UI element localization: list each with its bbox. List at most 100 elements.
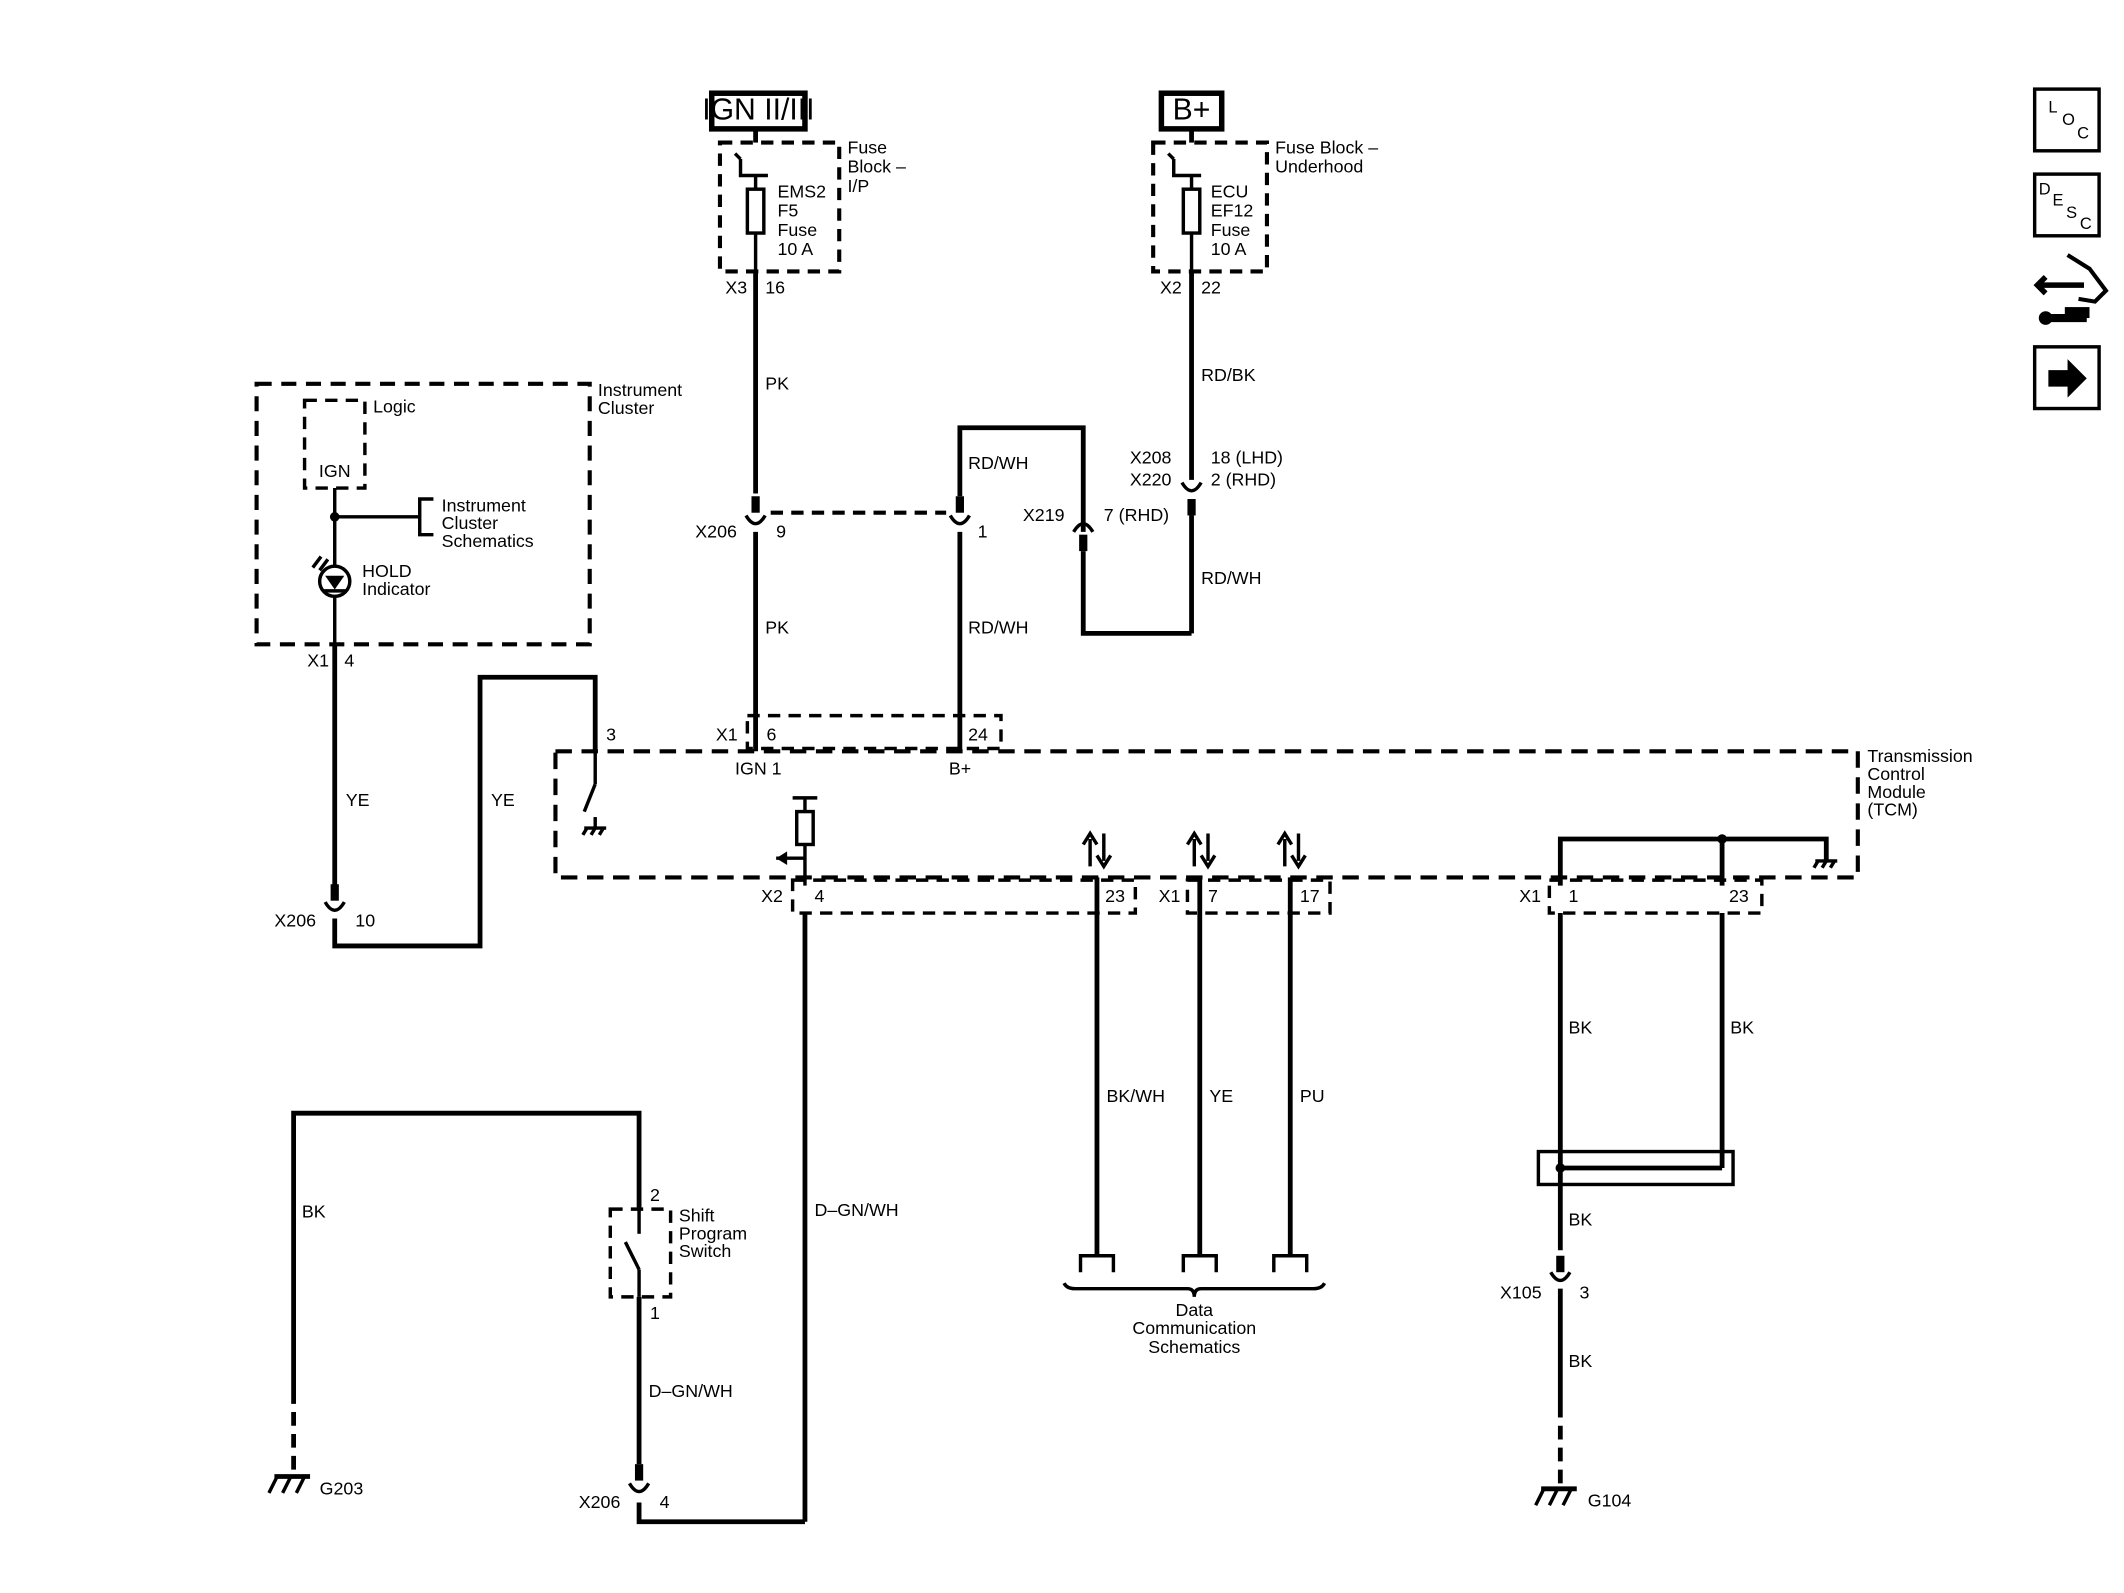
g104-label: G104 [1588,1491,1632,1511]
g104-ground-circuit: BK BK BK X105 3 BK G104 [1500,913,1754,1511]
fuse-uh-pin: 22 [1201,277,1221,297]
rdbk-label: RD/BK [1201,365,1256,385]
ign-power-source: IGN II/III [702,90,814,132]
svg-text:C: C [2080,215,2092,233]
x220-pin: 2 (RHD) [1211,469,1276,489]
fuse-block-uh-title-2: Underhood [1275,157,1363,177]
x208-pin: 18 (LHD) [1211,447,1283,467]
loc-icon[interactable]: L O C [2032,87,2101,153]
fuse-ecu-line-2: EF12 [1211,201,1254,221]
fuse-ecu-line-4: 10 A [1211,239,1247,259]
tcm-title-4: (TCM) [1867,800,1917,820]
rdbk-wire: RD/BK X208 X220 18 (LHD) 2 (RHD) RD/WH X… [1023,271,1283,636]
ic-title-2: Cluster [598,398,654,418]
rdwh-label-3: RD/WH [1201,568,1261,588]
tcm-module: Transmission Control Module (TCM) X1 6 2… [553,713,1973,915]
x206c-label: X206 [579,1492,621,1512]
g104-ground-symbol [1534,1486,1577,1507]
fuse-ems2-line-3: Fuse [778,220,818,240]
svg-text:D: D [2039,181,2051,199]
x219-label: X219 [1023,505,1065,525]
tcm-pin-4: 4 [815,886,825,906]
pk-label-1: PK [765,373,789,393]
fuse-ems2-line-2: F5 [778,201,799,221]
tcm-x2-label: X2 [761,886,783,906]
tcm-pin-17: 17 [1300,886,1320,906]
pk-wire: PK PK X206 9 [695,271,789,752]
ign-label: IGN II/III [702,93,814,126]
splice-pack [1536,1149,1735,1187]
tcm-pin-23b: 23 [1729,886,1749,906]
instrument-cluster: Instrument Cluster Logic IGN Instrument … [254,380,682,670]
hold-indicator-lamp [311,555,352,599]
tcm-pin-3: 3 [606,724,616,744]
g203-label: G203 [320,1478,364,1498]
ic-pin: 4 [344,650,354,670]
bk-label-5: BK [302,1201,326,1221]
x206a-pin-1: 1 [978,521,988,541]
arrow-right-icon[interactable] [2032,345,2101,411]
ic-ref-2: Cluster [442,513,498,533]
fuse-ip-pin: 16 [765,277,785,297]
svg-text:L: L [2048,98,2057,116]
tcm-bplus: B+ [949,759,971,779]
x206a-label: X206 [695,521,737,541]
ye-wire: YE X206 10 YE [274,644,598,949]
fuse-block-ip-title-2: Block – [847,157,906,177]
rdwh-label-1: RD/WH [968,453,1028,473]
switch-label-3: Switch [679,1241,731,1261]
x105-label: X105 [1500,1282,1542,1302]
switch-pin-2: 2 [650,1185,660,1205]
bplus-label: B+ [1173,93,1211,126]
svg-text:E: E [2052,192,2063,210]
svg-text:O: O [2062,111,2075,129]
x208-label: X208 [1130,447,1172,467]
ic-ign-label: IGN [319,461,351,481]
fuse-block-ip-title-3: I/P [847,176,869,196]
x206a-pin: 9 [776,521,786,541]
ic-logic-label: Logic [373,397,416,417]
svg-text:S: S [2066,204,2077,222]
dgnwh-label-1: D–GN/WH [815,1200,899,1220]
fuse-uh-conn: X2 [1160,277,1182,297]
switch-label-2: Program [679,1223,747,1243]
ic-title-1: Instrument [598,380,682,400]
tcm-x1c-label: X1 [1519,886,1541,906]
dgnwh-label-2: D–GN/WH [649,1381,733,1401]
ic-conn: X1 [307,650,329,670]
x206b-label: X206 [274,911,316,931]
rdwh-label-2: RD/WH [968,617,1028,637]
ic-ref-3: Schematics [442,531,534,551]
rdwh-wire-left: RD/WH 1 RD/WH [948,425,1086,752]
tcm-pin-23a: 23 [1105,886,1125,906]
tcm-pin-24: 24 [968,724,988,744]
tcm-x1-label: X1 [716,724,738,744]
svg-text:C: C [2077,124,2089,142]
switch-label-1: Shift [679,1205,715,1225]
x219-pin: 7 (RHD) [1104,505,1169,525]
bplus-power-source: B+ [1158,90,1225,132]
fuse-block-ip-title-1: Fuse [847,138,887,158]
bkwh-label: BK/WH [1107,1086,1165,1106]
bk-label-2: BK [1730,1018,1754,1038]
fuse-block-uh-title-1: Fuse Block – [1275,138,1378,158]
fuse-ecu-line-3: Fuse [1211,220,1251,240]
bk-label-1: BK [1569,1018,1593,1038]
g203-ground-symbol [267,1474,311,1494]
bk-label-3: BK [1569,1210,1593,1230]
x206b-pin: 10 [355,911,375,931]
desc-icon[interactable]: D E S C [2032,172,2101,238]
x105-pin: 3 [1580,1282,1590,1302]
connector-wrench-icon[interactable] [2033,253,2109,325]
tcm-ign1: IGN 1 [735,759,782,779]
fuse-ecu-line-1: ECU [1211,181,1249,201]
ye-label-2: YE [491,790,515,810]
data-comm-1: Data [1175,1300,1213,1320]
tcm-x1b-label: X1 [1159,886,1181,906]
tcm-title-3: Module [1867,782,1926,802]
pk-label-2: PK [765,617,789,637]
tcm-pin-7: 7 [1208,886,1218,906]
fuse-ems2-line-4: 10 A [778,239,814,259]
data-comm-wires: BK/WH YE PU Data Communication Schematic… [1062,877,1327,1357]
tcm-title-1: Transmission [1867,746,1972,766]
